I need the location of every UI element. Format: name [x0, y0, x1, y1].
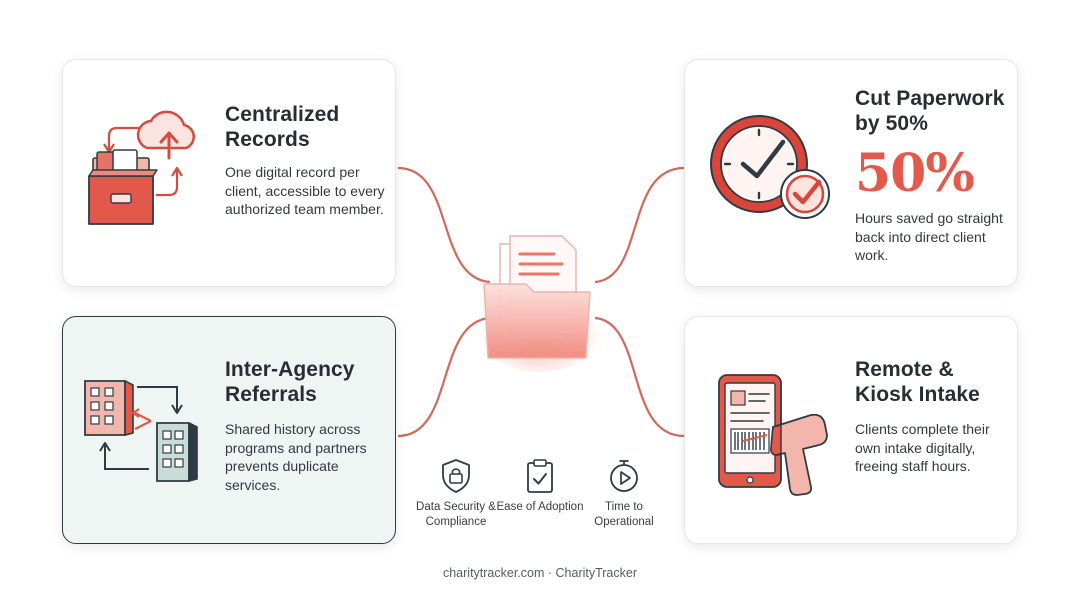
card-cut-paperwork: Cut Paperwork by 50% 50% Hours saved go …: [684, 59, 1018, 287]
feature-label: Time to Operational: [594, 501, 654, 528]
card-title: Remote & Kiosk Intake: [855, 358, 980, 406]
clock-check-icon: [710, 115, 830, 219]
file-box-cloud-icon: [88, 110, 195, 225]
connector-intake: [594, 316, 685, 438]
card-description: One digital record per client, accessibl…: [225, 164, 385, 217]
card-title: Centralized Records: [225, 103, 340, 151]
card-description: Shared history across programs and partn…: [225, 421, 367, 493]
feature-data-security: Data Security & Compliance: [406, 458, 506, 529]
card-description: Hours saved go straight back into direct…: [855, 210, 1003, 263]
card-inter-agency-referrals: Inter-Agency Referrals Shared history ac…: [62, 316, 396, 544]
connector-records: [397, 166, 491, 284]
feature-ease-of-adoption: Ease of Adoption: [490, 458, 590, 515]
card-remote-kiosk-intake: Remote & Kiosk Intake Clients complete t…: [684, 316, 1018, 544]
feature-label: Ease of Adoption: [496, 501, 584, 513]
connector-paperwork: [594, 166, 685, 284]
card-title: Inter-Agency Referrals: [225, 358, 355, 406]
feature-time-to-operational: Time to Operational: [574, 458, 674, 529]
footer-source: charitytracker.com · CharityTracker: [442, 566, 638, 580]
stopwatch-play-icon: [610, 460, 638, 492]
buildings-exchange-icon: [84, 380, 198, 482]
shield-lock-icon: [442, 459, 470, 493]
stat-value: 50%: [855, 143, 975, 204]
card-description: Clients complete their own intake digita…: [855, 421, 990, 474]
connector-referrals: [397, 316, 491, 438]
card-title: Cut Paperwork by 50%: [855, 87, 1005, 135]
clipboard-check-icon: [527, 459, 553, 493]
tablet-barcode-scanner-icon: [718, 374, 828, 496]
glowing-folder-icon: [478, 235, 602, 372]
card-centralized-records: Centralized Records One digital record p…: [62, 59, 396, 287]
feature-label: Data Security & Compliance: [416, 501, 496, 528]
